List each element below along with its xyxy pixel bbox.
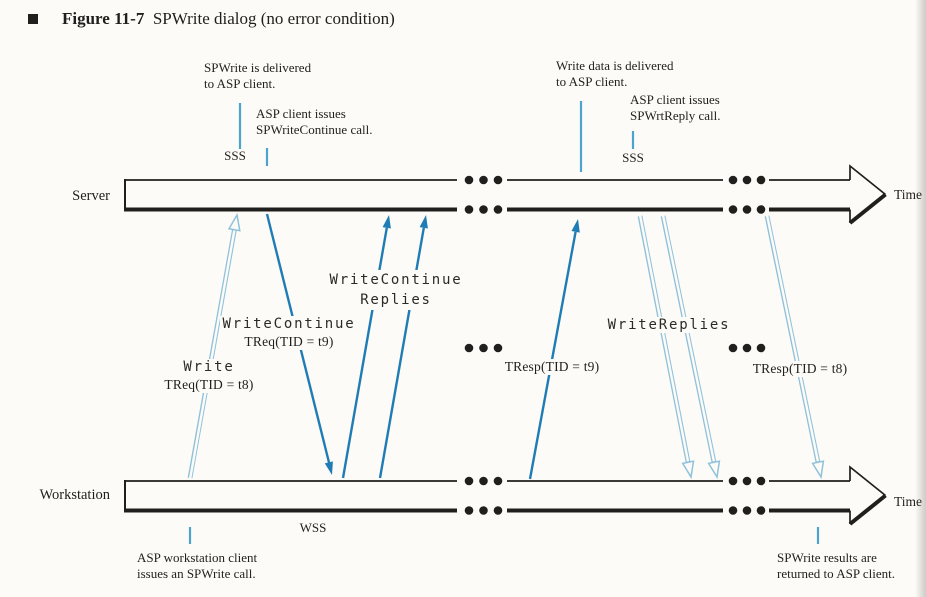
server-timeline-arrow [124,164,887,225]
annotation-write-data-delivered: Write data is delivered to ASP client. [556,58,674,89]
label-write-treq: Write TReq(TID = t8) [139,358,279,393]
write-treq-arrow [187,212,241,480]
annotation-workstation-spwrite-call: ASP workstation client issues an SPWrite… [137,550,258,581]
annotation-spwritecontinue-call: ASP client issues SPWriteContinue call. [256,106,373,137]
tresp-t8-arrow [764,214,825,480]
figure-bullet-icon [28,14,38,24]
time-break-dots [464,175,766,515]
write-replies-arrows [637,214,721,480]
figure-title-text: SPWrite dialog (no error condition) [152,9,395,28]
label-writecontinue-replies: WriteContinue Replies [323,270,469,310]
figure-header: Figure 11-7 SPWrite dialog (no error con… [28,9,395,29]
sss-socket-label-2: SSS [622,150,644,165]
server-time-label: Time [894,187,923,202]
label-writecontinue-treq: WriteContinue TReq(TID = t9) [216,315,362,350]
workstation-time-label: Time [894,494,923,509]
writecontinue-replies-arrows [341,215,428,479]
workstation-timeline-arrow [124,465,887,526]
tresp-t9-arrow [528,219,580,480]
annotation-spwrite-delivered: SPWrite is delivered to ASP client. [204,60,312,91]
wss-socket-label: WSS [299,520,327,535]
annotation-spwrtreply-call: ASP client issues SPWrtReply call. [630,92,721,123]
callout-ticks [188,101,820,544]
sss-socket-label-1: SSS [224,148,246,163]
figure-title: Figure 11-7 SPWrite dialog (no error con… [62,9,395,29]
page-edge-shadow [915,0,926,597]
annotation-spwrite-results: SPWrite results are returned to ASP clie… [777,550,895,581]
label-tresp-t9: TResp(TID = t9) [489,358,615,376]
server-lane-label: Server [72,188,110,204]
workstation-lane-label: Workstation [39,487,110,503]
figure-number: Figure 11-7 [62,9,145,28]
label-write-replies: WriteReplies [594,316,744,334]
label-tresp-t8: TResp(TID = t8) [737,360,863,378]
